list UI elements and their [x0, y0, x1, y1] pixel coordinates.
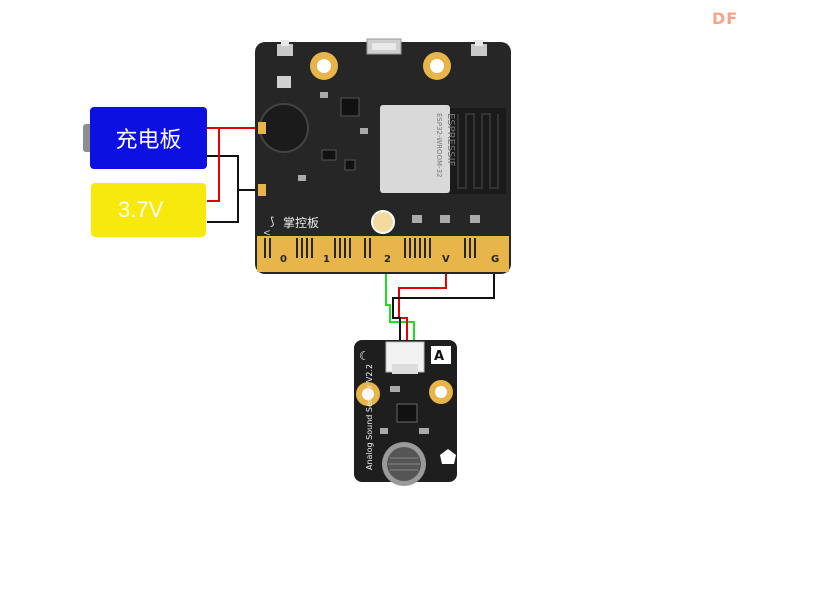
- wire-power-red: [398, 265, 447, 345]
- sensor-name: Analog Sound Sensor V2.2: [365, 364, 374, 470]
- battery-box: 3.7V: [91, 183, 206, 237]
- wires: [207, 127, 495, 345]
- charger-board-box: 充电板: [90, 107, 207, 169]
- wire-signal-green: [385, 265, 415, 345]
- pin-label-g: G: [491, 254, 499, 265]
- board-version: V1.0: [262, 230, 271, 248]
- df-watermark: DF: [712, 9, 739, 28]
- battery-label: 3.7V: [118, 197, 164, 222]
- wire-battery-red: [207, 128, 220, 202]
- sound-sensor-module: A ☾ Analog Sound Sensor V2.2: [354, 340, 457, 486]
- board-brand: 掌控板: [283, 216, 319, 230]
- pin-label-0: 0: [280, 254, 287, 265]
- sensor-pin-label: A: [434, 349, 444, 364]
- pin-label-1: 1: [323, 254, 330, 265]
- esp-brand: ESPRESSIF: [445, 113, 456, 167]
- charger-connector: [83, 124, 93, 152]
- wire-charger-black: [207, 155, 239, 223]
- pin-label-2: 2: [384, 254, 391, 265]
- pin-label-v: V: [442, 254, 450, 265]
- sensor-logo-icon: ☾: [359, 349, 370, 363]
- charger-board-label: 充电板: [115, 128, 182, 153]
- esp-model: ESP32-WROOM-32: [435, 113, 443, 178]
- main-board: ESPRESSIF ESP32-WROOM-32 V1.0 ⟆ 掌控板: [255, 38, 511, 274]
- wire-ground-black: [392, 265, 495, 345]
- logo-icon: ⟆: [270, 215, 274, 228]
